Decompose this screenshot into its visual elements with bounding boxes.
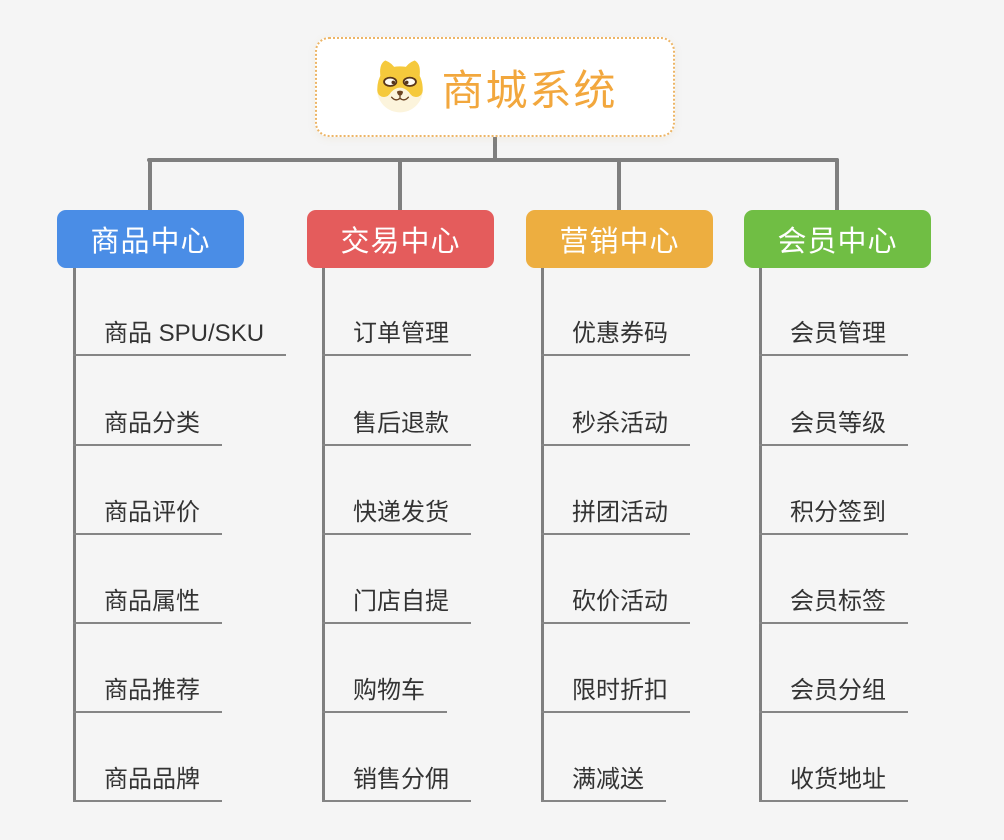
root-topic[interactable]: 商城系统 xyxy=(315,37,675,137)
connector-drop-member xyxy=(835,158,839,212)
subtopic[interactable]: 会员分组 xyxy=(759,665,908,713)
root-topic-title: 商城系统 xyxy=(441,66,618,114)
subtopic[interactable]: 积分签到 xyxy=(759,487,908,535)
branch-trunk-line xyxy=(73,268,76,802)
branch-trunk-line xyxy=(759,268,762,802)
subtopic[interactable]: 购物车 xyxy=(322,665,447,713)
subtopic[interactable]: 商品属性 xyxy=(73,576,222,624)
connector-root-stem xyxy=(493,136,497,162)
connector-drop-trade xyxy=(398,158,402,212)
subtopic[interactable]: 限时折扣 xyxy=(541,665,690,713)
subtopic[interactable]: 售后退款 xyxy=(322,398,471,446)
subtopic[interactable]: 砍价活动 xyxy=(541,576,690,624)
connector-drop-product xyxy=(148,158,152,212)
subtopic[interactable]: 会员管理 xyxy=(759,308,908,356)
subtopic[interactable]: 快递发货 xyxy=(322,487,471,535)
branch-trunk-line xyxy=(541,268,544,802)
subtopic[interactable]: 优惠券码 xyxy=(541,308,690,356)
subtopic[interactable]: 会员等级 xyxy=(759,398,908,446)
branch-marketing-center[interactable]: 营销中心 xyxy=(526,210,713,268)
subtopic[interactable]: 秒杀活动 xyxy=(541,398,690,446)
subtopic[interactable]: 收货地址 xyxy=(759,754,908,802)
subtopic[interactable]: 商品评价 xyxy=(73,487,222,535)
subtopic[interactable]: 商品品牌 xyxy=(73,754,222,802)
subtopic[interactable]: 会员标签 xyxy=(759,576,908,624)
connector-horizontal-bar xyxy=(147,158,839,162)
shiba-dog-icon xyxy=(372,58,428,114)
subtopic[interactable]: 门店自提 xyxy=(322,576,471,624)
branch-trunk-line xyxy=(322,268,325,802)
subtopic[interactable]: 销售分佣 xyxy=(322,754,471,802)
subtopic[interactable]: 拼团活动 xyxy=(541,487,690,535)
subtopic[interactable]: 订单管理 xyxy=(322,308,471,356)
subtopic[interactable]: 商品 SPU/SKU xyxy=(73,308,287,356)
subtopic[interactable]: 满减送 xyxy=(541,754,666,802)
connector-drop-marketing xyxy=(617,158,621,212)
branch-member-center[interactable]: 会员中心 xyxy=(744,210,931,268)
subtopic[interactable]: 商品分类 xyxy=(73,398,222,446)
subtopic[interactable]: 商品推荐 xyxy=(73,665,222,713)
branch-trade-center[interactable]: 交易中心 xyxy=(307,210,494,268)
branch-product-center[interactable]: 商品中心 xyxy=(57,210,244,268)
